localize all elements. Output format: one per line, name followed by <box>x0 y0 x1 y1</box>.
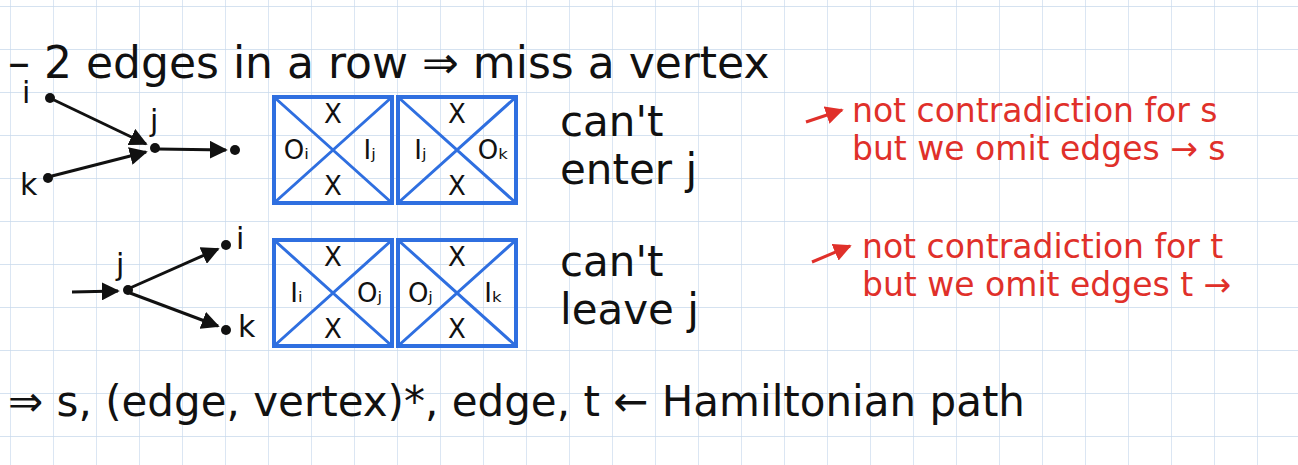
box-cross <box>398 97 516 203</box>
red-annotation: not contradiction for s but we omit edge… <box>852 92 1272 168</box>
conclusion-line: ⇒ s, (edge, vertex)*, edge, t ← Hamilton… <box>8 378 1025 426</box>
note-text: can't enter j <box>560 98 760 195</box>
vertex-dot <box>230 145 240 155</box>
vertex-label: k <box>238 310 255 345</box>
graph-dots-two <box>123 240 231 335</box>
red-annotation: not contradiction for t but we omit edge… <box>862 228 1282 304</box>
cell-text: X <box>324 172 342 201</box>
graph-arrow <box>72 291 118 292</box>
vertex-label: j <box>116 248 124 283</box>
graph-sketch-two <box>72 249 218 326</box>
graph-arrow <box>54 100 146 144</box>
cell-text: Oᵢ <box>284 136 309 165</box>
box-border <box>398 97 516 203</box>
box-border <box>398 240 516 346</box>
graph-arrow <box>130 249 218 288</box>
vertex-label: i <box>22 76 30 111</box>
vertex-dot <box>221 325 231 335</box>
red-arrow <box>812 246 850 262</box>
vertex-label: i <box>236 222 244 257</box>
graph-arrow <box>158 149 226 150</box>
cell-text: X <box>448 99 466 128</box>
box-border <box>274 97 392 203</box>
note-line: – 2 edges in a row ⇒ miss a vertex <box>8 38 769 89</box>
cell-text: Iⱼ <box>414 136 426 165</box>
crossed-box: XOᵢIⱼX <box>272 95 394 205</box>
cell-text: X <box>448 172 466 201</box>
vertex-label: k <box>20 168 37 203</box>
cell-text: Iⱼ <box>363 136 375 165</box>
vertex-dot <box>123 285 133 295</box>
vertex-dot <box>221 240 231 250</box>
graph-sketch-one <box>52 100 226 176</box>
box-border <box>274 240 392 346</box>
vertex-dot <box>43 173 53 183</box>
cell-text: X <box>324 99 342 128</box>
cell-text: Oₖ <box>478 136 510 165</box>
cell-text: X <box>448 242 466 271</box>
crossed-box: XIⱼOₖX <box>396 95 518 205</box>
cell-text: Iᵢ <box>290 279 302 308</box>
cell-text: Oⱼ <box>357 279 382 308</box>
graph-arrow <box>52 152 146 176</box>
graph-arrow <box>130 293 218 326</box>
cell-text: Iₖ <box>484 279 503 308</box>
graph-dots-one <box>43 93 240 183</box>
box-cross <box>274 97 392 203</box>
cell-text: X <box>324 315 342 344</box>
crossed-box: XOⱼIₖX <box>396 238 518 348</box>
note-text: can't leave j <box>560 238 760 335</box>
vertex-dot <box>45 93 55 103</box>
red-arrow <box>806 110 842 122</box>
crossed-box: XIᵢOⱼX <box>272 238 394 348</box>
vertex-label: j <box>150 104 158 139</box>
cell-text: X <box>448 315 466 344</box>
cell-text: Oⱼ <box>408 279 433 308</box>
vertex-dot <box>150 143 160 153</box>
cell-text: X <box>324 242 342 271</box>
box-cross <box>398 240 516 346</box>
box-cross <box>274 240 392 346</box>
